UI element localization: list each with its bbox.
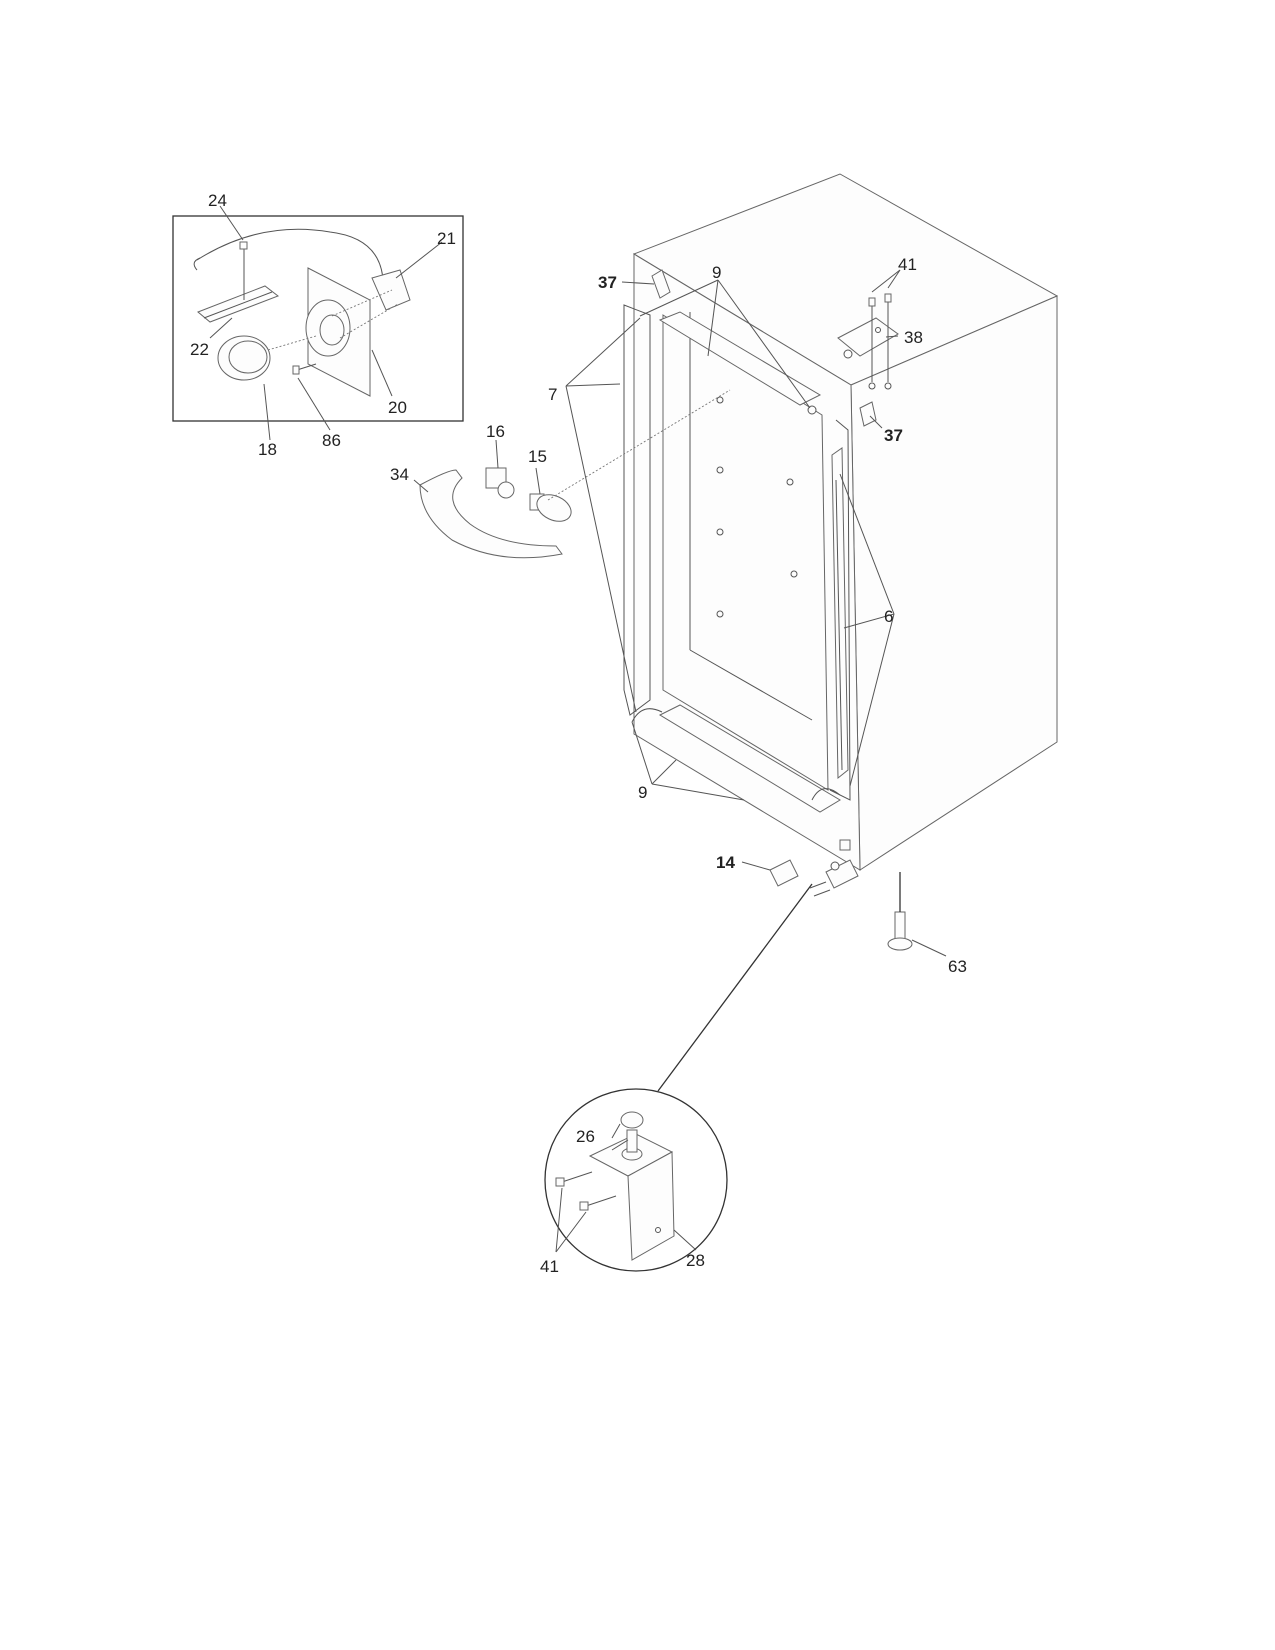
light-shield (419, 469, 563, 559)
top-hinge-screw-1 (868, 297, 876, 307)
callout-24: 24 (208, 191, 227, 210)
callout-9-top: 9 (712, 263, 721, 282)
callout-37-left: 37 (598, 273, 617, 292)
screw-86 (292, 365, 300, 375)
leveler-stem (894, 911, 906, 941)
top-hinge-plate (837, 317, 899, 357)
door-switch (769, 859, 799, 887)
light-socket (485, 467, 507, 489)
control-housing (197, 285, 280, 323)
rail-right (831, 447, 849, 780)
callout-38: 38 (904, 328, 923, 347)
callout-22: 22 (190, 340, 209, 359)
inset-frame (172, 215, 464, 422)
callout-15: 15 (528, 447, 547, 466)
detail-circle (544, 1088, 728, 1272)
detail-bushing (620, 1111, 644, 1129)
bottom-hinge (825, 859, 859, 889)
callout-6: 6 (884, 607, 893, 626)
detail-screw-1 (555, 1177, 565, 1187)
light-parts (419, 389, 731, 559)
top-hinge (837, 293, 899, 390)
breaker-bottom (658, 704, 841, 813)
breaker-top (658, 311, 822, 406)
detail-hinge-leg (627, 1151, 675, 1261)
callout-20: 20 (388, 398, 407, 417)
callout-9-bottom: 9 (638, 783, 647, 802)
callout-14: 14 (716, 853, 735, 872)
callout-63: 63 (948, 957, 967, 976)
callout-labels: 24 21 22 20 86 18 16 15 34 37 9 41 38 37… (190, 191, 967, 1276)
bottom-hinge-area (769, 839, 913, 951)
leveler-foot (887, 937, 913, 951)
light-bulb (536, 494, 572, 522)
callout-86: 86 (322, 431, 341, 450)
corner-cap-right (859, 401, 877, 427)
callout-21: 21 (437, 229, 456, 248)
screw-24 (239, 241, 248, 250)
callout-28: 28 (686, 1251, 705, 1270)
callout-26: 26 (576, 1127, 595, 1146)
top-hinge-screw-2 (884, 293, 892, 303)
callout-16: 16 (486, 422, 505, 441)
cabinet (623, 173, 1059, 871)
callout-34: 34 (390, 465, 409, 484)
switch-opening (839, 839, 851, 851)
leader-lines (209, 205, 947, 1253)
callout-18: 18 (258, 440, 277, 459)
control-inset (172, 215, 464, 422)
callout-41-bottom: 41 (540, 1257, 559, 1276)
detail-screw-2 (579, 1201, 589, 1211)
callout-37-right: 37 (884, 426, 903, 445)
callout-7: 7 (548, 385, 557, 404)
hinge-detail (544, 883, 813, 1272)
corner-cap-left (651, 269, 671, 299)
callout-41-top: 41 (898, 255, 917, 274)
